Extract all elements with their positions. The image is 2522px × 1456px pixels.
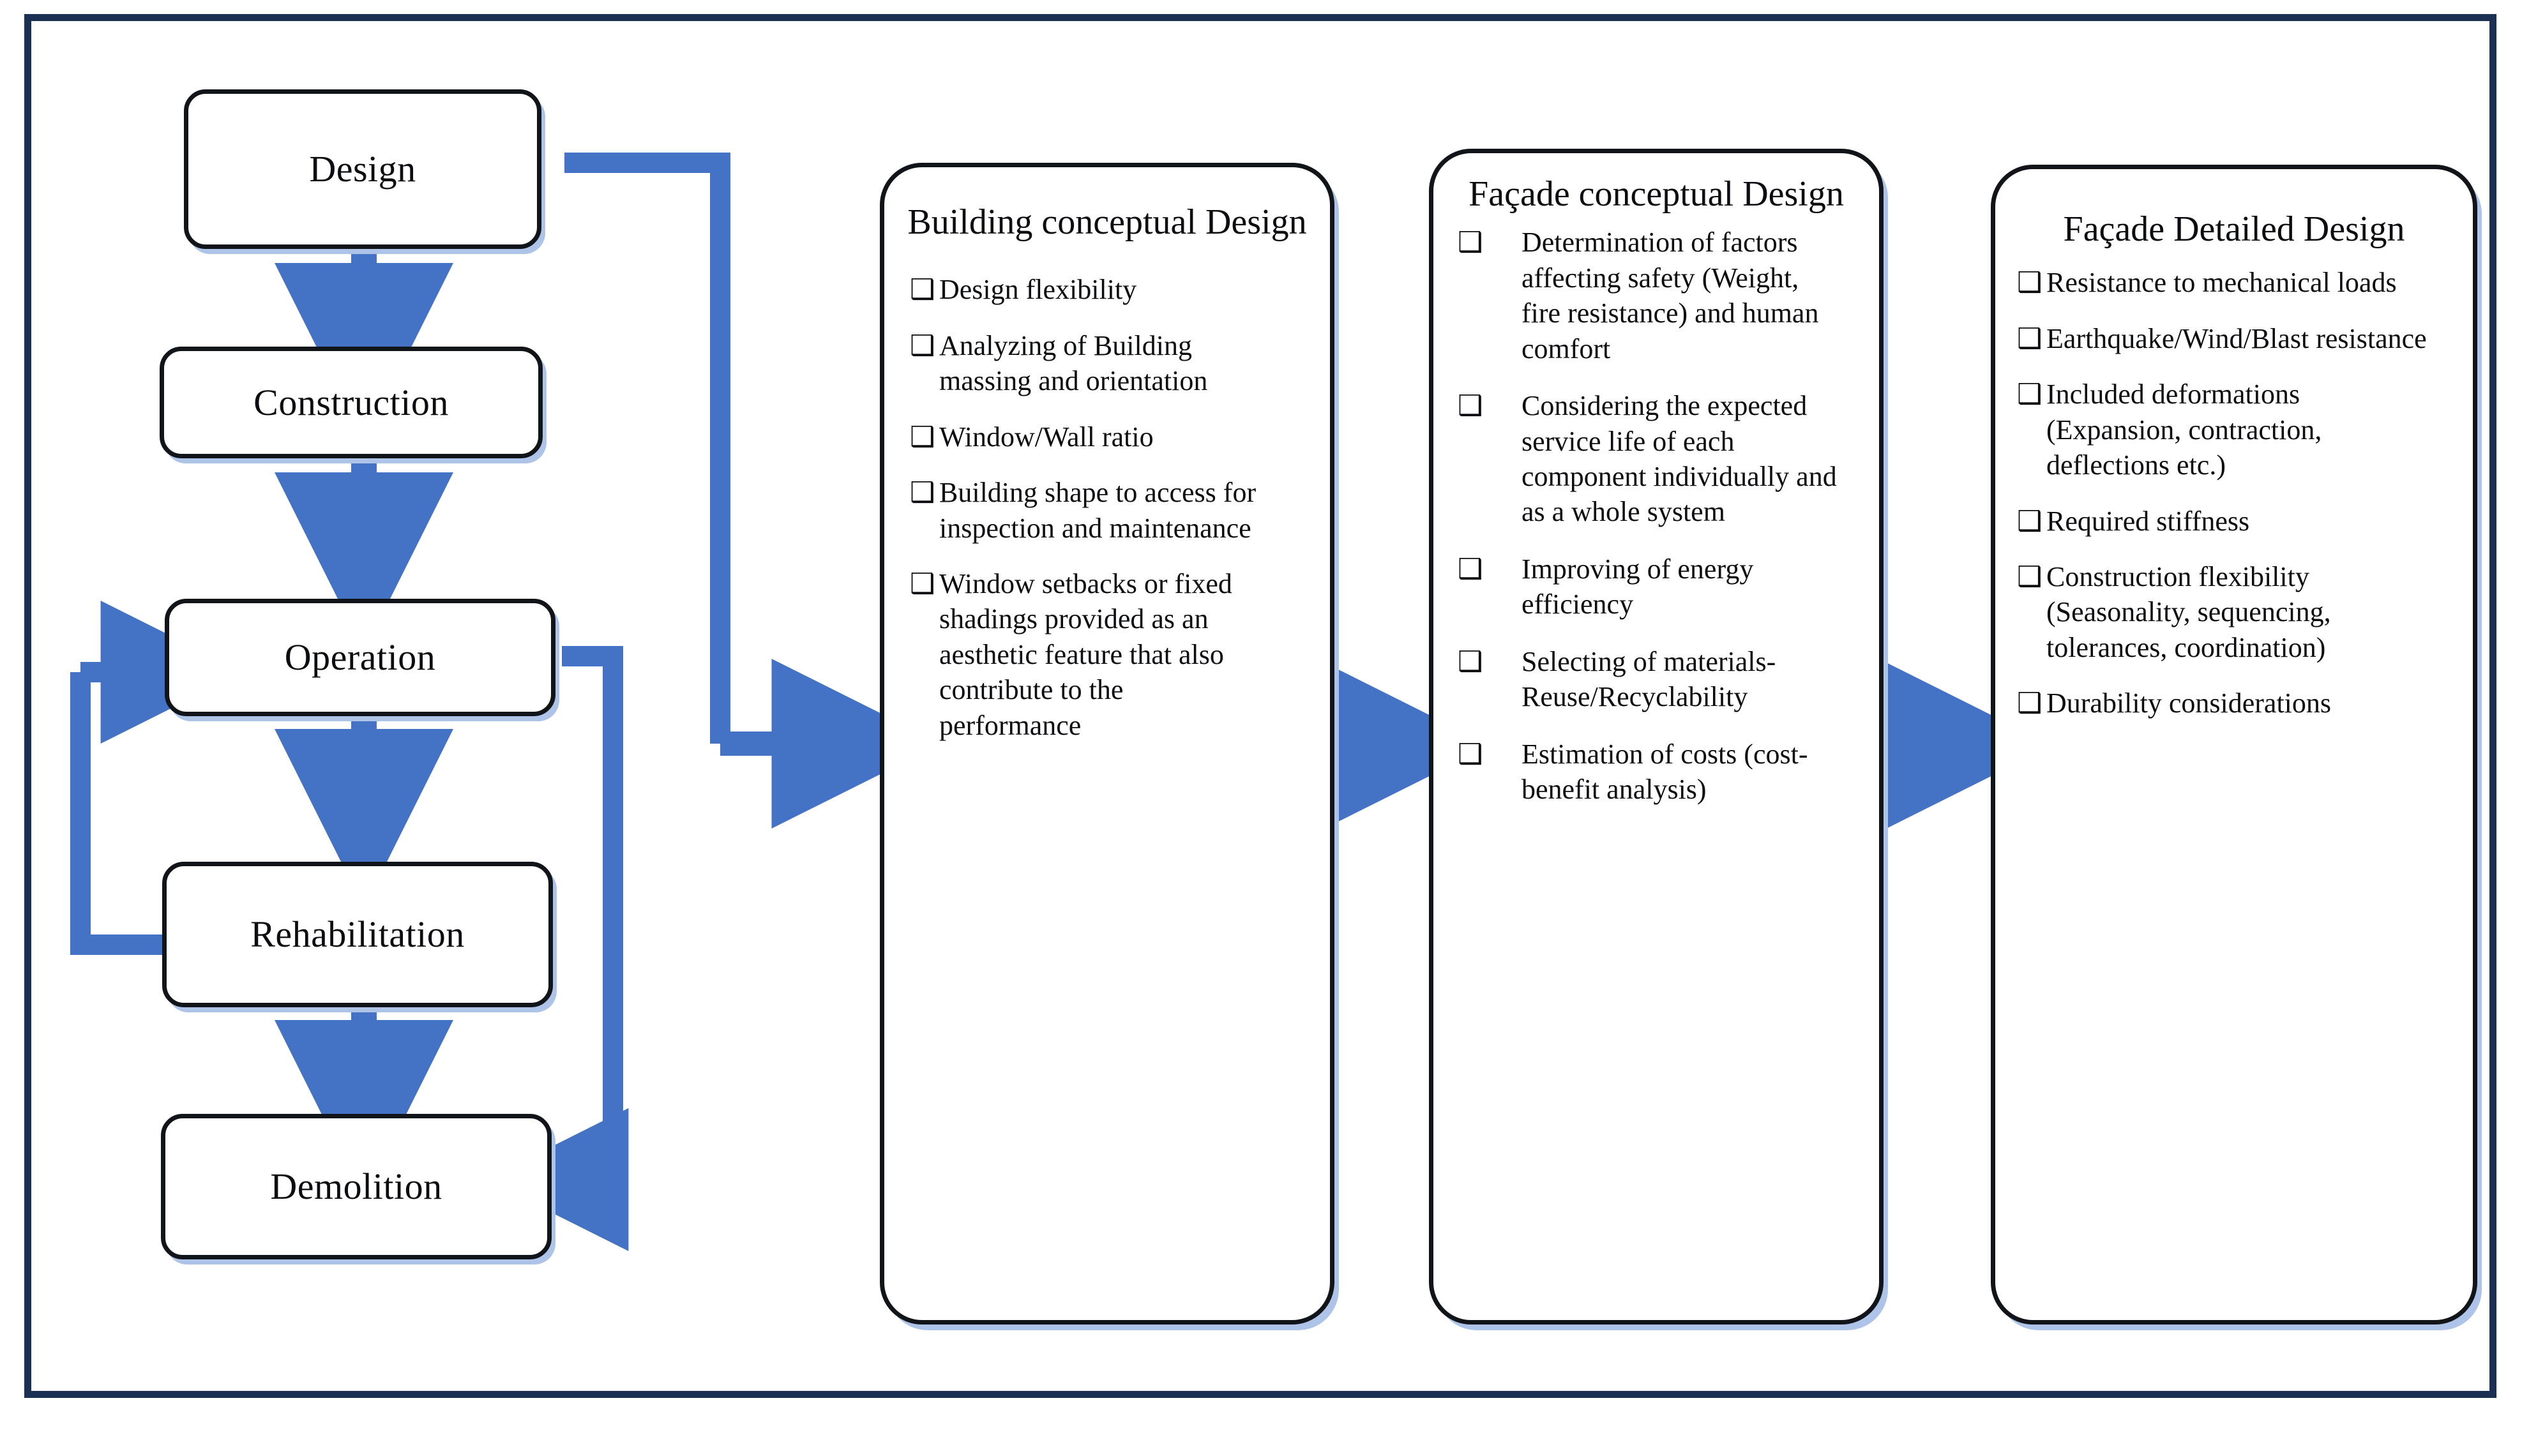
panel-title: Building conceptual Design <box>907 202 1307 242</box>
list-item-text: Considering the expected service life of… <box>1522 390 1837 528</box>
lifecycle-label: Construction <box>253 381 449 423</box>
panel-building-conceptual-design[interactable]: Building conceptual Design ❑ Design flex… <box>880 163 1334 1325</box>
lifecycle-label: Design <box>309 148 416 190</box>
list-item: ❑ Earthquake/Wind/Blast resistance <box>2017 321 2438 356</box>
list-item-text: Included deformations (Expansion, contra… <box>2046 379 2322 481</box>
list-item-text: Required stiffness <box>2046 505 2250 537</box>
list-item-text: Improving of energy efficiency <box>1522 553 1754 620</box>
checkbox-bullet-icon: ❑ <box>2017 322 2043 354</box>
checkbox-bullet-icon: ❑ <box>2017 267 2043 299</box>
checkbox-bullet-icon: ❑ <box>1458 390 1483 422</box>
checkbox-bullet-icon: ❑ <box>1458 227 1483 259</box>
list-item-text: Design flexibility <box>939 274 1137 306</box>
list-item-text: Determination of factors affecting safet… <box>1522 227 1819 364</box>
list-item-text: Estimation of costs (cost-benefit analys… <box>1522 738 1808 805</box>
list-item: ❑ Required stiffness <box>2017 504 2438 539</box>
panel-bullet-list: ❑ Determination of factors affecting saf… <box>1458 225 1841 807</box>
list-item: ❑ Design flexibility <box>910 272 1267 307</box>
list-item: ❑ Window setbacks or fixed shadings prov… <box>910 566 1267 743</box>
list-item-text: Selecting of materials-Reuse/Recyclabili… <box>1522 645 1776 713</box>
lifecycle-box-rehabilitation[interactable]: Rehabilitation <box>162 862 553 1007</box>
lifecycle-box-construction[interactable]: Construction <box>160 347 543 458</box>
list-item: ❑ Building shape to access for inspectio… <box>910 475 1267 546</box>
list-item-text: Building shape to access for inspection … <box>939 477 1257 544</box>
list-item-text: Analyzing of Building massing and orient… <box>939 329 1208 397</box>
checkbox-bullet-icon: ❑ <box>910 567 935 599</box>
list-item: ❑ Considering the expected service life … <box>1458 388 1841 530</box>
panel-bullet-list: ❑ Resistance to mechanical loads ❑ Earth… <box>2017 265 2438 721</box>
list-item: ❑ Included deformations (Expansion, cont… <box>2017 377 2438 483</box>
panel-bullet-list: ❑ Design flexibility ❑ Analyzing of Buil… <box>910 272 1267 743</box>
checkbox-bullet-icon: ❑ <box>910 421 935 453</box>
lifecycle-box-demolition[interactable]: Demolition <box>161 1114 552 1259</box>
list-item: ❑ Analyzing of Building massing and orie… <box>910 328 1267 399</box>
lifecycle-label: Operation <box>284 636 436 678</box>
lifecycle-box-operation[interactable]: Operation <box>165 599 555 716</box>
list-item-text: Durability considerations <box>2046 687 2332 719</box>
checkbox-bullet-icon: ❑ <box>910 274 935 306</box>
panel-facade-conceptual-design[interactable]: Façade conceptual Design ❑ Determination… <box>1429 149 1884 1325</box>
list-item-text: Earthquake/Wind/Blast resistance <box>2046 322 2427 354</box>
list-item: ❑ Resistance to mechanical loads <box>2017 265 2438 300</box>
checkbox-bullet-icon: ❑ <box>1458 553 1483 585</box>
list-item-text: Resistance to mechanical loads <box>2046 267 2397 299</box>
list-item-text: Window setbacks or fixed shadings provid… <box>939 567 1232 741</box>
panel-title: Façade Detailed Design <box>2063 209 2405 249</box>
list-item: ❑ Construction flexibility (Seasonality,… <box>2017 559 2438 665</box>
lifecycle-label: Demolition <box>270 1166 442 1207</box>
list-item: ❑ Window/Wall ratio <box>910 419 1267 454</box>
checkbox-bullet-icon: ❑ <box>2017 687 2043 719</box>
checkbox-bullet-icon: ❑ <box>2017 505 2043 537</box>
list-item-text: Window/Wall ratio <box>939 421 1154 453</box>
checkbox-bullet-icon: ❑ <box>910 477 935 509</box>
list-item: ❑ Determination of factors affecting saf… <box>1458 225 1841 366</box>
checkbox-bullet-icon: ❑ <box>910 329 935 361</box>
checkbox-bullet-icon: ❑ <box>2017 560 2043 592</box>
checkbox-bullet-icon: ❑ <box>1458 738 1483 770</box>
checkbox-bullet-icon: ❑ <box>1458 645 1483 677</box>
list-item-text: Construction flexibility (Seasonality, s… <box>2046 560 2331 663</box>
list-item: ❑ Estimation of costs (cost-benefit anal… <box>1458 737 1841 807</box>
list-item: ❑ Durability considerations <box>2017 686 2438 721</box>
checkbox-bullet-icon: ❑ <box>2017 379 2043 410</box>
panel-title: Façade conceptual Design <box>1469 174 1844 214</box>
list-item: ❑ Improving of energy efficiency <box>1458 552 1841 622</box>
lifecycle-label: Rehabilitation <box>250 913 465 955</box>
panel-facade-detailed-design[interactable]: Façade Detailed Design ❑ Resistance to m… <box>1991 165 2477 1325</box>
lifecycle-box-design[interactable]: Design <box>184 89 541 249</box>
list-item: ❑ Selecting of materials-Reuse/Recyclabi… <box>1458 644 1841 715</box>
